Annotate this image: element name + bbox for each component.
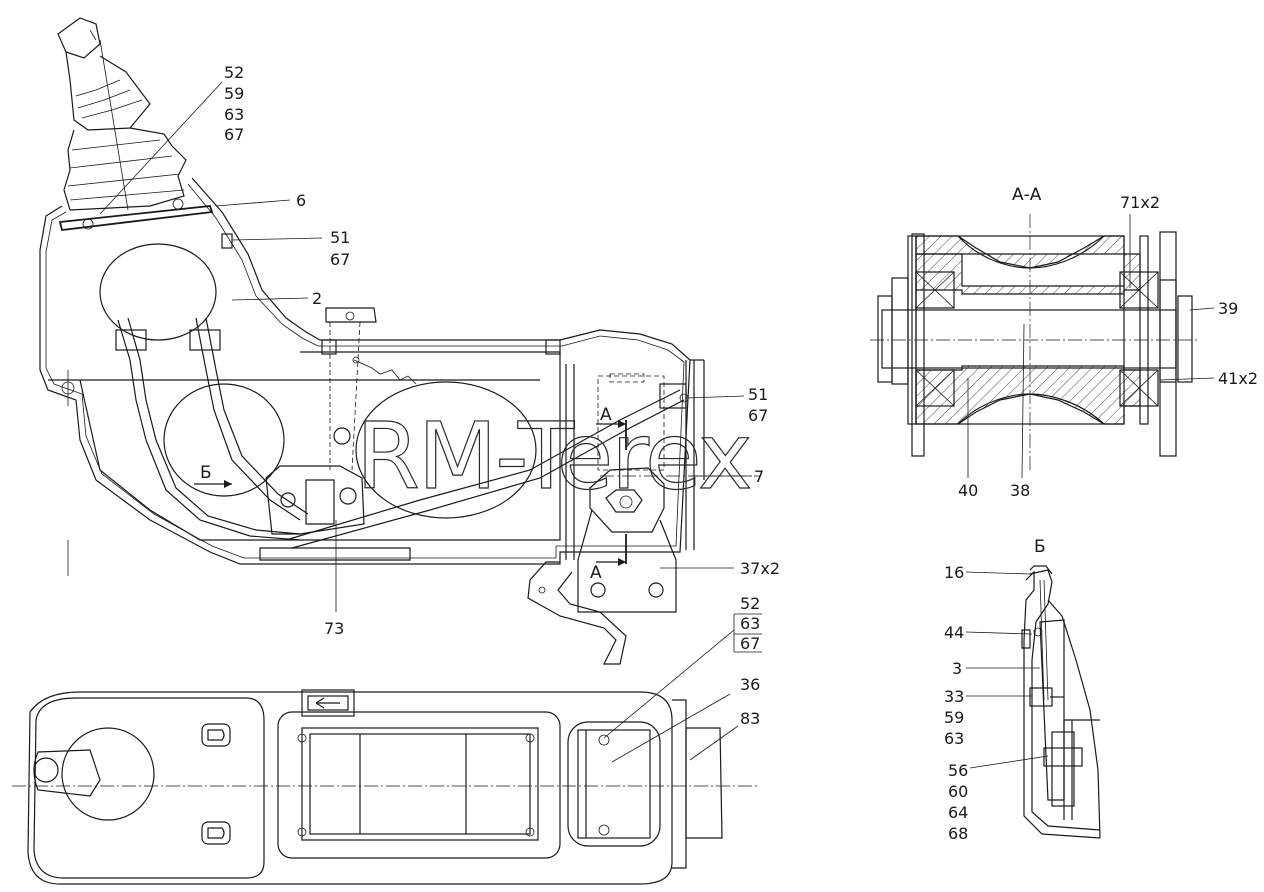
callout-52p-line2: 63: [740, 614, 760, 633]
view-b-title: Б: [1034, 537, 1046, 557]
callout-71x2: 71x2: [1120, 193, 1160, 212]
motor-ellipse-upper: [99, 243, 217, 341]
bearing-top-left: [915, 271, 955, 309]
callout-51a-line1: 51: [330, 228, 350, 247]
callout-16: 16: [944, 563, 964, 582]
callout-56-line3: 64: [948, 803, 968, 822]
callout-33-line2: 59: [944, 708, 964, 727]
section-mark-b: Б: [200, 463, 212, 483]
callout-41x2: 41x2: [1218, 369, 1258, 388]
callout-51b-line1: 51: [748, 385, 768, 404]
side-view: [39, 17, 760, 665]
section-mark-a-bottom: А: [590, 563, 602, 583]
motor-ellipse-right: [355, 381, 537, 519]
callout-2: 2: [312, 289, 322, 308]
callout-3: 3: [952, 659, 962, 678]
callout-56-line4: 68: [948, 824, 968, 843]
callout-7: 7: [754, 467, 764, 486]
callout-37x2: 37x2: [740, 559, 780, 578]
callout-52-line2: 59: [224, 84, 244, 103]
callout-36: 36: [740, 675, 760, 694]
plan-view: [12, 613, 762, 885]
motor-ellipse-lower: [163, 383, 285, 497]
callout-52p-line3: 67: [740, 634, 760, 653]
callout-33-line3: 63: [944, 729, 964, 748]
callout-52-line1: 52: [224, 63, 244, 82]
callout-6: 6: [296, 191, 306, 210]
callout-44: 44: [944, 623, 964, 642]
bearing-bottom-right: [1119, 369, 1159, 407]
callout-39: 39: [1218, 299, 1238, 318]
section-aa: [870, 214, 1215, 479]
callout-51a-line2: 67: [330, 250, 350, 269]
callout-83: 83: [740, 709, 760, 728]
joystick-handle: [57, 17, 187, 211]
callout-33-line1: 33: [944, 687, 964, 706]
view-b: [965, 565, 1101, 839]
shaft: [881, 309, 1177, 369]
section-mark-a-top: А: [600, 405, 612, 425]
section-aa-title: А-А: [1012, 185, 1042, 205]
callout-52-line4: 67: [224, 125, 244, 144]
housing-outline: [39, 177, 691, 565]
callout-73: 73: [324, 619, 344, 638]
bearing-top-right: [1119, 271, 1159, 309]
callout-56-line1: 56: [948, 761, 968, 780]
callout-40: 40: [958, 481, 978, 500]
callout-51b-line2: 67: [748, 406, 768, 425]
callout-38: 38: [1010, 481, 1030, 500]
watermark: RM-Terex: [356, 403, 750, 510]
bearing-bottom-left: [915, 369, 955, 407]
labels: 52 59 63 67 6 51 67 2 51 67 7 37x2 73 А …: [200, 63, 1258, 843]
callout-52p-line1: 52: [740, 594, 760, 613]
callout-52-line3: 63: [224, 105, 244, 124]
callout-56-line2: 60: [948, 782, 968, 801]
